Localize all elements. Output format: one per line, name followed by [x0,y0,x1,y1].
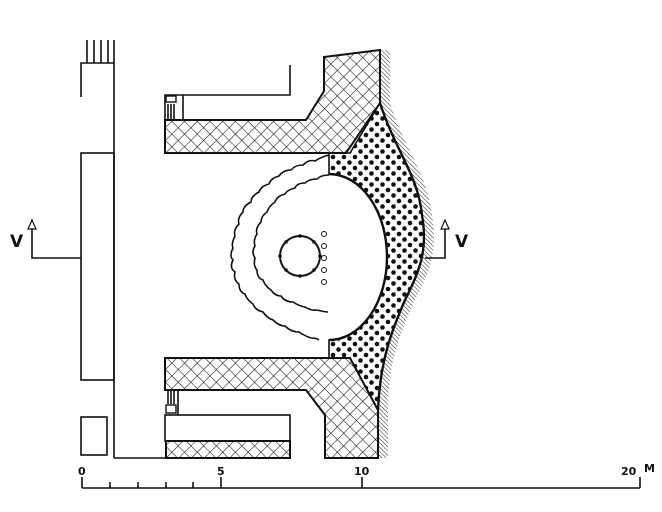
dome-outline [328,172,389,342]
left-building [80,40,165,459]
section-marker-right: V [425,218,469,259]
stairs [86,40,109,63]
central-pillar-ring [278,231,327,285]
outer-wavy-outline [230,154,330,341]
building-block-small [80,416,108,456]
scale-label-0: 0 [78,465,86,478]
arrow-up-icon [27,218,37,230]
building-block [80,152,115,381]
scale-unit: M [644,462,655,475]
rock-wall-hatch [378,50,435,458]
lower-room [164,390,291,442]
lower-crosshatch-strip [165,440,291,459]
scale-bar: 0 5 10 20 M [78,462,655,489]
upper-room [164,65,291,120]
scale-label-5: 5 [217,465,225,478]
lower-crosshatch-wall [164,357,379,459]
inner-wavy-outline [252,174,330,313]
arrow-up-icon [440,218,450,230]
scale-label-10: 10 [354,465,370,478]
scale-label-20: 20 [621,465,637,478]
section-label-left: V [10,232,24,252]
upper-crosshatch-wall [164,48,381,154]
section-label-right: V [455,232,469,252]
section-marker-left: V [10,218,81,259]
